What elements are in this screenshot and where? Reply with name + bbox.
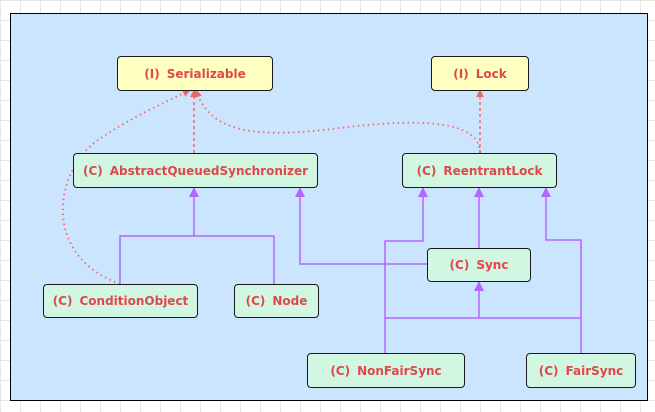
kind-label: (C) [416, 163, 437, 178]
edge-fairsync-to-reentrantlock [541, 187, 582, 353]
kind-label: (C) [82, 163, 103, 178]
node-name: AbstractQueuedSynchronizer [109, 163, 309, 178]
node-name: Node [272, 294, 308, 308]
kind-label: (I) [453, 66, 469, 81]
edge-conditionobject-to-serializable [62, 89, 191, 285]
edge-conditionobject-node-to-aqs [119, 188, 275, 284]
kind-label: (C) [330, 363, 351, 378]
node-name: Lock [475, 66, 507, 81]
kind-label: (C) [449, 258, 470, 272]
class-node[interactable]: (C) Node [234, 284, 319, 318]
edge-nonfairsync-to-reentrantlock [384, 187, 428, 353]
class-fair-sync[interactable]: (C) FairSync [526, 353, 636, 388]
diagram-canvas [10, 13, 648, 401]
class-condition-object[interactable]: (C) ConditionObject [43, 284, 198, 318]
edge-sync-to-aqs [295, 187, 427, 265]
edge-reentrantlock-to-serializable [194, 89, 481, 154]
edge-nonfair-fair-to-sync [385, 282, 581, 319]
kind-label: (C) [538, 363, 559, 378]
class-non-fair-sync[interactable]: (C) NonFairSync [307, 353, 465, 388]
node-name: Sync [476, 258, 509, 272]
node-name: ConditionObject [79, 294, 189, 308]
class-sync[interactable]: (C) Sync [427, 248, 531, 282]
node-name: FairSync [565, 363, 624, 378]
class-reentrant-lock[interactable]: (C) ReentrantLock [402, 153, 557, 188]
node-name: Serializable [166, 66, 246, 81]
kind-label: (C) [245, 294, 266, 308]
kind-label: (C) [52, 294, 73, 308]
kind-label: (I) [144, 66, 160, 81]
node-name: NonFairSync [357, 363, 442, 378]
interface-lock[interactable]: (I) Lock [431, 56, 529, 91]
node-name: ReentrantLock [443, 163, 543, 178]
interface-serializable[interactable]: (I) Serializable [117, 56, 273, 91]
class-abstract-queued-synchronizer[interactable]: (C) AbstractQueuedSynchronizer [73, 153, 318, 188]
